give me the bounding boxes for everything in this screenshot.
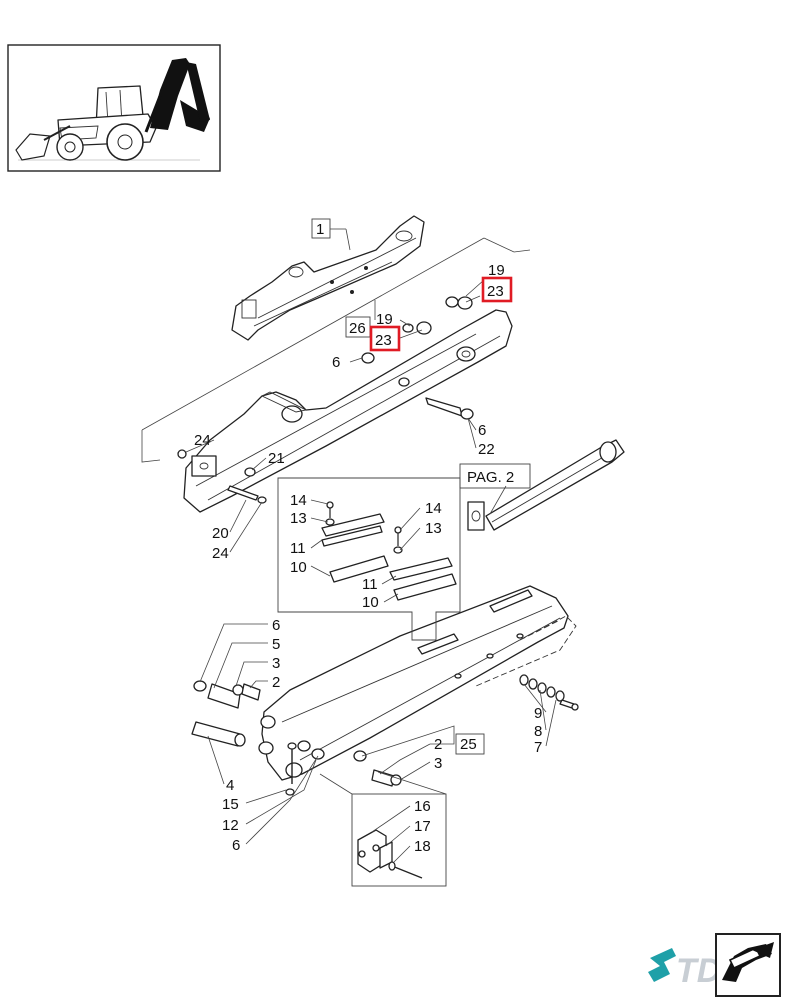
label-boxes xyxy=(311,218,531,755)
highlight-box-23-upper xyxy=(481,276,513,303)
hydraulic-cylinder xyxy=(467,439,625,531)
label-21: 21 xyxy=(268,450,285,467)
label-25: 25 xyxy=(460,736,477,753)
label-7: 7 xyxy=(534,739,542,756)
label-13-b: 13 xyxy=(425,520,442,537)
lower-pins xyxy=(191,674,579,796)
upper-bushings xyxy=(177,296,474,504)
block-inset xyxy=(351,793,447,887)
tdg-logo-mark-icon xyxy=(648,948,676,982)
label-24-b: 24 xyxy=(212,545,229,562)
label-22: 22 xyxy=(478,441,495,458)
label-6-d: 6 xyxy=(232,837,240,854)
label-13-a: 13 xyxy=(290,510,307,527)
label-26: 26 xyxy=(349,320,366,337)
label-23-lower: 23 xyxy=(375,332,392,349)
label-9: 9 xyxy=(534,705,542,722)
label-18: 18 xyxy=(414,838,431,855)
label-3-a: 3 xyxy=(272,655,280,672)
label-11-b: 11 xyxy=(362,576,378,593)
label-17: 17 xyxy=(414,818,431,835)
tdg-logo: TDG xyxy=(648,948,748,990)
label-11-a: 11 xyxy=(290,540,306,557)
assembly-guide-lines xyxy=(141,237,531,463)
label-10-a: 10 xyxy=(290,559,307,576)
label-20: 20 xyxy=(212,525,229,542)
thumbnail-backhoe-loader xyxy=(7,44,221,172)
leader-lines xyxy=(185,228,557,863)
upper-arm-assembly xyxy=(231,215,425,341)
label-5: 5 xyxy=(272,636,280,653)
label-19-upper: 19 xyxy=(488,262,505,279)
label-14-a: 14 xyxy=(290,492,307,509)
label-1: 1 xyxy=(316,221,324,238)
label-14-b: 14 xyxy=(425,500,442,517)
label-2-b: 2 xyxy=(434,736,442,753)
label-15: 15 xyxy=(222,796,239,813)
part-labels: 1 19 23 19 23 26 6 24 21 6 22 20 24 PAG.… xyxy=(194,221,542,855)
label-4: 4 xyxy=(226,777,234,794)
label-6-c: 6 xyxy=(272,617,280,634)
middle-arm-body xyxy=(183,309,513,513)
label-3-b: 3 xyxy=(434,755,442,772)
book-return-icon[interactable] xyxy=(715,933,781,997)
label-6-a: 6 xyxy=(332,354,340,371)
highlight-box-23-lower xyxy=(369,325,401,352)
label-23-upper: 23 xyxy=(487,283,504,300)
label-2-a: 2 xyxy=(272,674,280,691)
label-6-b: 6 xyxy=(478,422,486,439)
label-24-a: 24 xyxy=(194,432,211,449)
label-12: 12 xyxy=(222,817,239,834)
label-8: 8 xyxy=(534,723,542,740)
label-pag-2: PAG. 2 xyxy=(467,469,514,486)
label-10-b: 10 xyxy=(362,594,379,611)
lower-dipper-arm xyxy=(258,585,577,781)
wear-pad-inset xyxy=(277,477,461,641)
label-16: 16 xyxy=(414,798,431,815)
label-19-lower: 19 xyxy=(376,311,393,328)
